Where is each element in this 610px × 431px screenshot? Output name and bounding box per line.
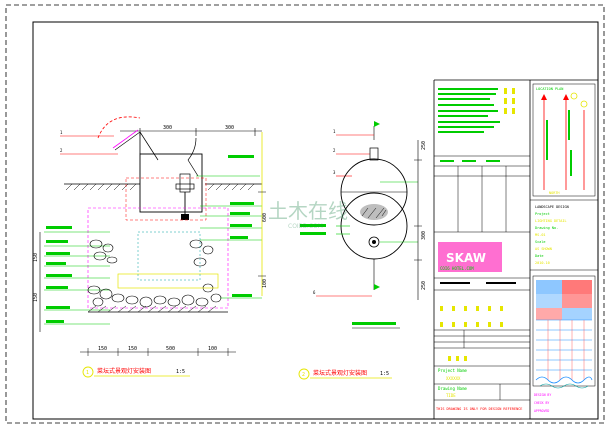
- gravel-fill: [87, 239, 222, 308]
- left-drawing-title: 菜坛式景观灯安装图: [97, 367, 151, 375]
- vdim-3: 150: [33, 253, 39, 262]
- svg-text:6: 6: [313, 290, 316, 295]
- right-drawing-scale: 1:5: [380, 371, 389, 377]
- watermark: 土木在线 COIBB.COM: [268, 199, 348, 230]
- svg-text:2: 2: [302, 372, 305, 378]
- footer-note: THIS DRAWING IS ONLY FOR DESIGN REFERENC…: [436, 407, 522, 411]
- rvdim-3: 250: [421, 281, 427, 290]
- design-by-label: DESIGN BY: [534, 393, 551, 397]
- drawing-name-value: TIDE: [446, 393, 456, 398]
- info-line-8: Date: [535, 254, 543, 258]
- title-block-grid: [532, 275, 596, 389]
- right-drawing-title: 菜坛式景观灯安装图: [313, 369, 367, 377]
- project-label: Project Name: [438, 368, 467, 373]
- svg-text:1: 1: [86, 370, 89, 376]
- title-block-info: LOCATION PLAN NORTH LANDSCAPE DESIGN Pro…: [529, 80, 598, 419]
- svg-text:1: 1: [60, 130, 63, 135]
- info-line-3: LIGHTING DETAIL: [535, 219, 567, 223]
- check-by-label: CHECK BY: [534, 401, 549, 405]
- info-line-1: LANDSCAPE DESIGN: [535, 205, 569, 209]
- drawing-name-label: Drawing Name: [438, 386, 467, 391]
- vdim-4: 150: [33, 293, 39, 302]
- title-block-notes: SKAW COI6 HOTEL.COM Project Name XXXXXX …: [433, 79, 598, 419]
- bottom-dim-4: 100: [208, 346, 217, 352]
- info-line-2: Project: [535, 212, 550, 216]
- svg-text:3: 3: [333, 170, 336, 175]
- vdim-2: 100: [262, 279, 268, 288]
- lid-swing-arc: [97, 116, 141, 139]
- left-section-view: 300 300 1 2: [33, 116, 268, 378]
- north-label: NORTH: [549, 191, 560, 195]
- svg-text:2: 2: [333, 148, 336, 153]
- inner-frame: [32, 21, 599, 420]
- bottom-dim-2: 150: [128, 346, 137, 352]
- top-dim-1: 300: [163, 125, 172, 131]
- info-line-5: MS-01: [535, 233, 546, 237]
- stamp-subtext: COI6 HOTEL.COM: [440, 266, 474, 271]
- project-value: XXXXXX: [446, 376, 461, 381]
- approved-label: APPROVED: [534, 409, 549, 413]
- bottom-dim-3: 500: [166, 346, 175, 352]
- right-title-marker: [298, 368, 310, 380]
- right-elevation-view: 1 2 3 6 250 300 250: [298, 121, 427, 380]
- company-stamp: [438, 242, 502, 272]
- outer-sheet-border: [5, 4, 605, 424]
- svg-text:2: 2: [60, 148, 63, 153]
- info-line-4: Drawing No.: [535, 226, 558, 230]
- left-drawing-scale: 1:5: [176, 369, 185, 375]
- top-dim-2: 300: [225, 125, 234, 131]
- location-plan-label: LOCATION PLAN: [536, 87, 563, 91]
- vdim-1: 600: [262, 213, 268, 222]
- watermark-text: 土木在线: [268, 199, 348, 223]
- info-line-6: Scale: [535, 240, 546, 244]
- svg-text:1: 1: [333, 129, 336, 134]
- stamp-text: SKAW: [446, 251, 486, 265]
- watermark-sub: COIBB.COM: [288, 223, 323, 230]
- rvdim-1: 250: [421, 141, 427, 150]
- lamp-box-body: [139, 153, 203, 213]
- bottom-dim-1: 150: [98, 346, 107, 352]
- rvdim-2: 300: [421, 231, 427, 240]
- lamp-sphere-lower: [340, 192, 408, 260]
- left-title-marker: [82, 366, 94, 378]
- info-line-7: AS SHOWN: [535, 247, 552, 251]
- info-line-9: 2010.10: [535, 261, 550, 265]
